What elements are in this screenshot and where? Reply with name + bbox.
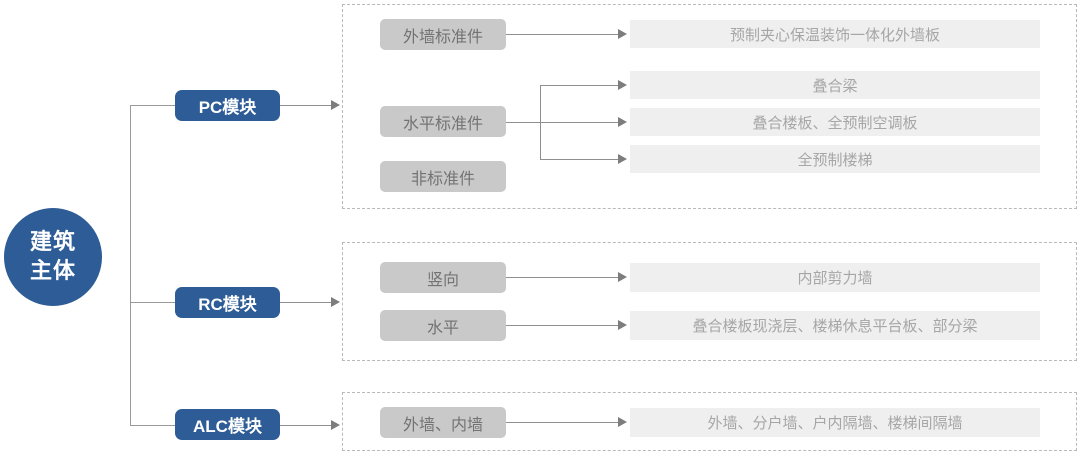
group-container-alc <box>342 392 1077 451</box>
connector-horizontal-stub <box>506 122 540 123</box>
connector-trunk <box>130 105 131 425</box>
connector-to-composite-slab <box>540 122 619 123</box>
connector-branch-rc <box>130 302 175 303</box>
product-internal-shear-wall: 内部剪力墙 <box>630 263 1040 292</box>
component-vertical: 竖向 <box>380 262 506 293</box>
connector-exterior-to-product <box>506 34 619 35</box>
product-composite-slab-ac-panel: 叠合楼板、全预制空调板 <box>630 108 1040 136</box>
component-horizontal-standard: 水平标准件 <box>380 106 506 137</box>
product-precast-stair: 全预制楼梯 <box>630 145 1040 173</box>
connector-horizontal-to-product <box>506 325 619 326</box>
connector-branch-pc <box>130 105 175 106</box>
product-precast-sandwich-wall-panel: 预制夹心保温装饰一体化外墙板 <box>630 20 1040 48</box>
arrowhead-icon <box>618 272 627 282</box>
group-container-rc <box>342 242 1077 361</box>
connector-vertical-to-product <box>506 277 619 278</box>
arrowhead-icon <box>331 100 340 110</box>
module-node-pc: PC模块 <box>175 90 280 121</box>
component-exterior-interior-wall: 外墙、内墙 <box>380 407 506 438</box>
arrowhead-icon <box>618 417 627 427</box>
arrowhead-icon <box>331 297 340 307</box>
arrowhead-icon <box>331 420 340 430</box>
connector-to-composite-beam <box>540 85 619 86</box>
product-composite-beam: 叠合梁 <box>630 71 1040 99</box>
arrowhead-icon <box>618 154 627 164</box>
connector-rc-to-group <box>280 302 332 303</box>
group-container-pc <box>342 4 1077 209</box>
component-horizontal: 水平 <box>380 310 506 341</box>
product-cast-in-place-layers: 叠合楼板现浇层、楼梯休息平台板、部分梁 <box>630 311 1040 340</box>
connector-branch-alc <box>130 425 175 426</box>
root-node-building-body: 建筑 主体 <box>4 208 102 306</box>
module-node-rc: RC模块 <box>175 287 280 318</box>
connector-walls-to-product <box>506 422 619 423</box>
arrowhead-icon <box>618 80 627 90</box>
product-wall-partitions: 外墙、分户墙、户内隔墙、楼梯间隔墙 <box>630 408 1040 437</box>
connector-pc-to-group <box>280 105 332 106</box>
arrowhead-icon <box>618 29 627 39</box>
arrowhead-icon <box>618 320 627 330</box>
arrowhead-icon <box>618 117 627 127</box>
connector-alc-to-group <box>280 425 332 426</box>
component-non-standard: 非标准件 <box>380 161 506 192</box>
component-exterior-wall-standard: 外墙标准件 <box>380 19 506 50</box>
connector-to-precast-stair <box>540 159 619 160</box>
module-node-alc: ALC模块 <box>175 409 280 440</box>
